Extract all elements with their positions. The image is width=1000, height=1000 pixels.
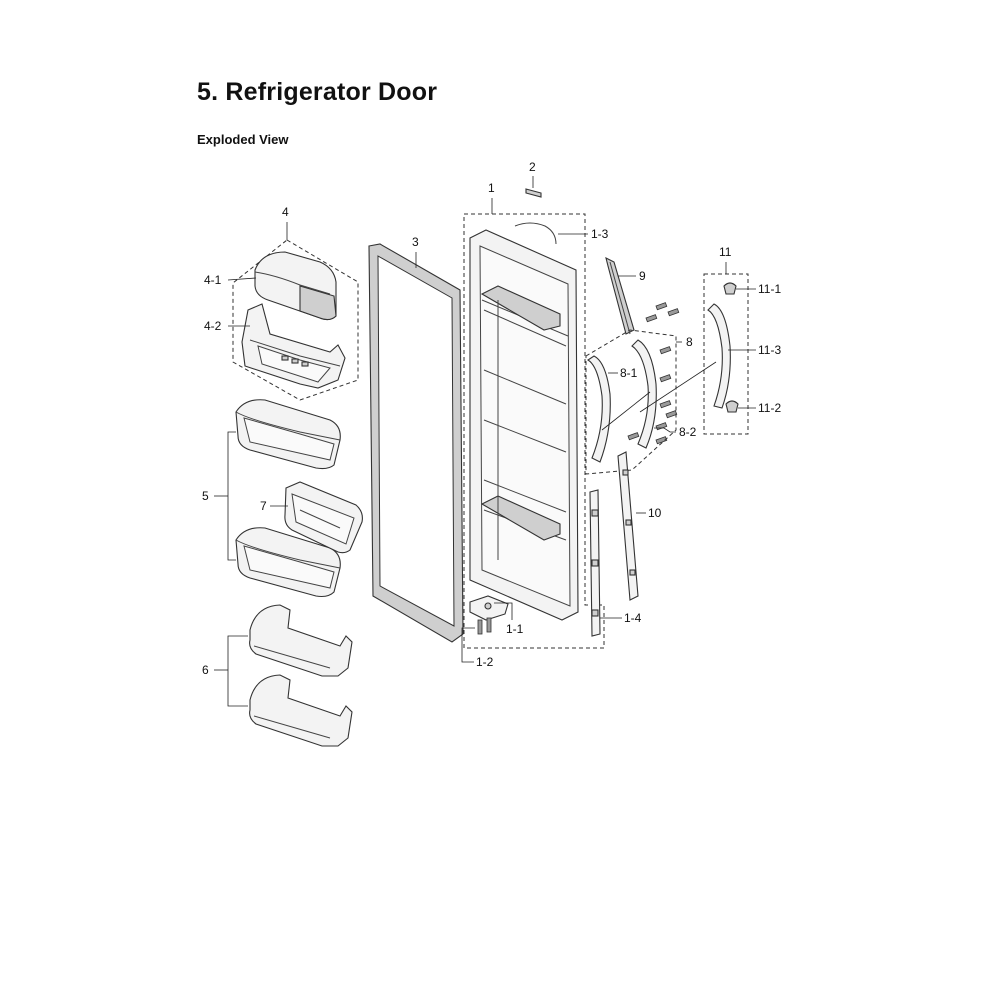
part-1-3-wire [514, 222, 588, 245]
callout-3: 3 [412, 235, 419, 249]
callout-6: 6 [202, 663, 209, 677]
callout-11: 11 [719, 245, 732, 259]
callout-1-1: 1-1 [506, 622, 524, 636]
callout-1-3: 1-3 [591, 227, 609, 241]
part-4-group [227, 222, 359, 401]
callout-8: 8 [686, 335, 693, 349]
callout-1: 1 [488, 181, 495, 195]
part-1-2-leader [461, 627, 475, 663]
part-1-dashed-outline [463, 213, 605, 649]
callout-11-1: 11-1 [758, 282, 781, 296]
part-10-strip [617, 432, 646, 601]
part-5-lower-bin [235, 527, 341, 598]
part-11-1-cap [723, 282, 737, 295]
callout-11-3: 11-3 [758, 343, 781, 357]
part-1-1-leader [494, 602, 513, 620]
callout-4: 4 [282, 205, 289, 219]
part-4-dashed-outline [232, 239, 359, 401]
part-1-1-hinge-bracket [469, 595, 513, 621]
part-6-lower-guard [249, 674, 353, 747]
part-6-upper-guard [249, 604, 353, 677]
callout-5: 5 [202, 489, 209, 503]
callout-2: 2 [529, 160, 536, 174]
callout-4-2: 4-2 [204, 319, 222, 333]
part-4-1-leader [227, 277, 257, 281]
section-label-exploded-view: Exploded View [197, 132, 289, 147]
part-2-pin [525, 176, 542, 198]
callout-1-2: 1-2 [476, 655, 494, 669]
part-5-bins [214, 399, 341, 598]
part-4-1-cover [254, 251, 337, 321]
callout-1-4: 1-4 [624, 611, 642, 625]
part-5-upper-bin [235, 399, 341, 470]
part-1-4-strip [589, 489, 622, 637]
callout-8-1: 8-1 [620, 366, 638, 380]
part-7-small-bin [270, 481, 363, 554]
callout-11-2: 11-2 [758, 401, 781, 415]
callout-9: 9 [639, 269, 646, 283]
part-3-gasket [368, 243, 464, 643]
part-8-2-leader [654, 427, 676, 433]
part-5-bracket [227, 431, 236, 561]
callout-4-1: 4-1 [204, 273, 222, 287]
part-8-handle-group [585, 329, 682, 475]
part-11-2-cap [725, 400, 739, 413]
callout-8-2: 8-2 [679, 425, 697, 439]
part-1-door-assembly [463, 198, 605, 649]
part-1-2-screws [461, 617, 492, 663]
page-title: 5. Refrigerator Door [197, 78, 438, 106]
part-6-bracket [227, 635, 248, 707]
part-11-handle-group [639, 262, 756, 435]
part-6-guards [214, 604, 353, 747]
part-9-trim [605, 256, 636, 335]
callout-10: 10 [648, 506, 662, 520]
part-4-2-shelf [241, 303, 346, 389]
part-8-dashed-outline [585, 329, 677, 475]
callout-7: 7 [260, 499, 267, 513]
